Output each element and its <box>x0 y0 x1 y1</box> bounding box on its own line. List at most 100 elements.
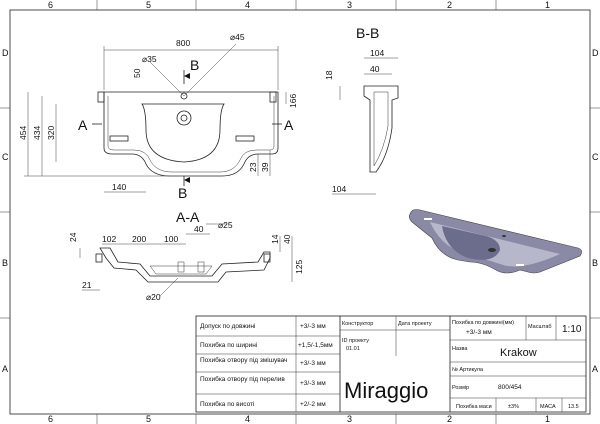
dim-aa-21: 21 <box>82 280 92 290</box>
tb-row-value: +3/-3 мм <box>300 323 326 330</box>
row-label: D <box>2 48 9 58</box>
hanger-left <box>97 91 105 103</box>
dim-bb-40: 40 <box>370 64 380 74</box>
tb-tolerance-value: +3/-3 мм <box>466 329 492 336</box>
tb-size-label: Розмір <box>452 385 469 391</box>
tb-mass-value: 13.5 <box>568 404 579 410</box>
dim-d45: ⌀45 <box>230 32 245 42</box>
title-block: Допуск по довжині +3/-3 мм Похибка по ши… <box>195 315 587 413</box>
section-aa-title: A-A <box>176 209 200 225</box>
dim-aa-40-right: 40 <box>282 234 292 244</box>
dim-aa-102: 102 <box>102 234 116 244</box>
tb-mass-tol-label: Похибка маси <box>456 404 492 410</box>
tb-scale-label: Масштаб <box>528 324 552 330</box>
col-label: 2 <box>447 0 452 10</box>
section-mark-b-top: B <box>190 57 199 73</box>
tb-row-value: +2/-2 мм <box>300 401 326 408</box>
brand-logo-text: Miraggio <box>344 378 428 403</box>
row-label: D <box>592 48 599 58</box>
isometric-view <box>409 209 582 274</box>
dim-aa-14: 14 <box>270 234 280 244</box>
tb-mass-tol-value: ±3% <box>508 404 519 410</box>
dim-140: 140 <box>112 182 126 192</box>
tb-scale-value: 1:10 <box>562 324 582 335</box>
section-bb-title: B-B <box>356 25 379 41</box>
col-label: 4 <box>245 414 250 424</box>
dim-aa-200: 200 <box>132 234 146 244</box>
tb-row-value: +3/-3 мм <box>300 380 326 387</box>
frame-column-labels-top: 6 5 4 3 2 1 <box>48 0 550 10</box>
dim-50: 50 <box>132 68 142 78</box>
section-aa-profile <box>99 247 271 283</box>
tb-size-value: 800/454 <box>498 384 522 391</box>
dim-aa-24: 24 <box>68 232 78 242</box>
section-mark-a-right: A <box>284 117 294 133</box>
dim-320: 320 <box>46 126 56 140</box>
row-label: C <box>592 152 599 162</box>
dim-800: 800 <box>176 38 190 48</box>
frame-column-labels-bottom: 6 5 4 3 2 1 <box>48 414 550 424</box>
col-label: 3 <box>347 414 352 424</box>
dim-aa-100: 100 <box>164 234 178 244</box>
bowl-3d <box>442 226 500 260</box>
row-label: B <box>2 258 8 268</box>
col-label: 1 <box>545 0 550 10</box>
basin-rim <box>107 96 275 173</box>
top-view: 800 ⌀45 ⌀35 50 454 434 320 166 23 39 140… <box>18 32 298 201</box>
dim-39: 39 <box>260 162 270 172</box>
col-label: 5 <box>146 414 151 424</box>
row-label: A <box>592 364 598 374</box>
tb-name-label: Назва <box>452 346 468 352</box>
dim-aa-d20: ⌀20 <box>146 292 161 302</box>
row-label: C <box>2 152 9 162</box>
mixer-hole <box>180 92 188 100</box>
section-mark-b-bottom: B <box>178 185 187 201</box>
tb-tolerance-label: Похибка по довжині(мм) <box>452 320 514 326</box>
dim-bb-18: 18 <box>324 70 334 80</box>
dim-aa-d25: ⌀25 <box>218 220 233 230</box>
dim-bb-104-bottom: 104 <box>332 184 346 194</box>
dim-d35: ⌀35 <box>142 54 157 64</box>
dim-aa-125: 125 <box>294 260 304 274</box>
towel-slot-right <box>235 135 255 142</box>
drain-inner <box>180 114 188 122</box>
section-mark-a-left: A <box>78 117 88 133</box>
col-label: 4 <box>245 0 250 10</box>
tb-article-label: № Артикула <box>452 367 484 373</box>
section-bb: B-B 104 40 18 104 <box>324 25 399 195</box>
row-label: B <box>592 258 598 268</box>
bowl-outline <box>141 103 225 163</box>
tb-date-label: Дата проекту <box>398 321 432 327</box>
dim-434: 434 <box>32 126 42 140</box>
tb-name-value: Krakow <box>500 347 537 359</box>
basin-outline <box>103 91 279 177</box>
section-bb-profile <box>363 85 399 173</box>
col-label: 6 <box>48 0 53 10</box>
tb-row-label: Допуск по довжині <box>200 322 255 330</box>
dim-166: 166 <box>288 94 298 108</box>
tb-project-id-label: ID проекту <box>342 338 369 344</box>
col-label: 1 <box>545 414 550 424</box>
tb-row-label: Похибка отвору під змішувач <box>200 356 287 364</box>
tb-constructor-label: Конструктор <box>342 321 373 327</box>
hanger-right <box>269 91 277 103</box>
tb-row-value: +1,5/-1,5мм <box>298 342 333 349</box>
dim-aa-40: 40 <box>194 224 204 234</box>
dim-454: 454 <box>18 126 28 140</box>
tb-row-label: Похибка по ширині <box>200 341 257 349</box>
col-label: 3 <box>347 0 352 10</box>
tb-row-label: Похибка по висоті <box>200 400 254 408</box>
section-aa: A-A ⌀25 40 102 200 100 24 14 40 125 21 ⌀… <box>68 209 304 302</box>
tb-mass-label: МАСА <box>540 404 556 410</box>
dim-bb-104-top: 104 <box>370 48 384 58</box>
col-label: 6 <box>48 414 53 424</box>
row-label: A <box>2 364 8 374</box>
tb-project-id-value: 01.01 <box>346 346 360 352</box>
towel-slot-left <box>109 135 129 142</box>
col-label: 5 <box>146 0 151 10</box>
frame-row-labels: D C B A D C B A <box>2 48 599 374</box>
drain-hole <box>176 110 192 126</box>
tb-row-label: Похибка отвору під перелив <box>200 375 285 383</box>
